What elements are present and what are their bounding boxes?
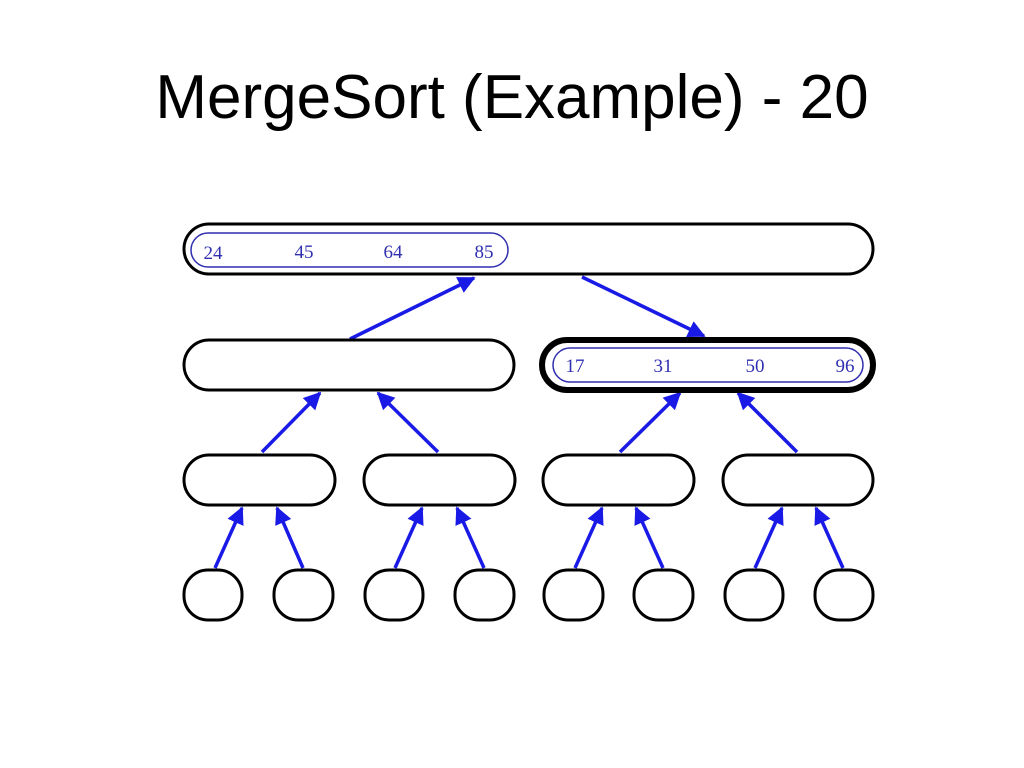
leaf-node — [363, 568, 425, 622]
leaf-node — [542, 568, 605, 622]
right-child-value: 50 — [746, 356, 765, 377]
edge-leaf-8-up — [814, 506, 845, 569]
edge-leaf-2-up — [275, 506, 305, 569]
level2-node — [541, 453, 696, 507]
tree-edges — [213, 275, 845, 569]
root-node: 24 45 64 85 — [182, 222, 875, 276]
leaf-node — [632, 568, 695, 622]
leaf-node — [723, 568, 785, 622]
root-value: 64 — [384, 242, 404, 263]
level1-right-node: 17 31 50 96 — [539, 337, 876, 393]
right-child-sequence — [552, 347, 864, 383]
level1-left-node — [182, 338, 516, 392]
right-child-value: 17 — [566, 356, 585, 377]
edge-leaf-1-up — [213, 506, 244, 569]
edge-leaf-7-up — [753, 506, 784, 569]
edge-level1-left-to-root — [349, 276, 476, 341]
root-value: 24 — [204, 243, 224, 264]
edge-level2-1-to-level1-left — [260, 391, 322, 454]
leaf-node — [272, 568, 335, 622]
root-value: 85 — [475, 242, 494, 263]
level2-nodes — [182, 453, 875, 507]
edge-root-to-level1-right — [581, 275, 706, 338]
leaf-nodes — [182, 568, 875, 622]
edge-leaf-3-up — [393, 506, 424, 569]
edge-level2-4-to-level1-right — [736, 391, 799, 454]
level2-node — [362, 453, 517, 507]
root-value: 45 — [295, 242, 314, 263]
edge-leaf-5-up — [573, 506, 604, 569]
leaf-node — [182, 568, 244, 622]
leaf-node — [453, 568, 516, 622]
leaf-node — [813, 568, 875, 622]
edge-leaf-6-up — [634, 506, 665, 569]
right-child-value: 96 — [836, 356, 855, 377]
level2-node — [721, 453, 875, 507]
right-child-value: 31 — [654, 356, 673, 377]
edge-level2-3-to-level1-right — [618, 391, 682, 454]
slide-title: MergeSort (Example) - 20 — [155, 63, 869, 132]
level2-node — [182, 453, 337, 507]
edge-leaf-4-up — [455, 506, 486, 569]
edge-level2-2-to-level1-left — [376, 391, 440, 454]
root-merged-sequence — [190, 232, 509, 268]
